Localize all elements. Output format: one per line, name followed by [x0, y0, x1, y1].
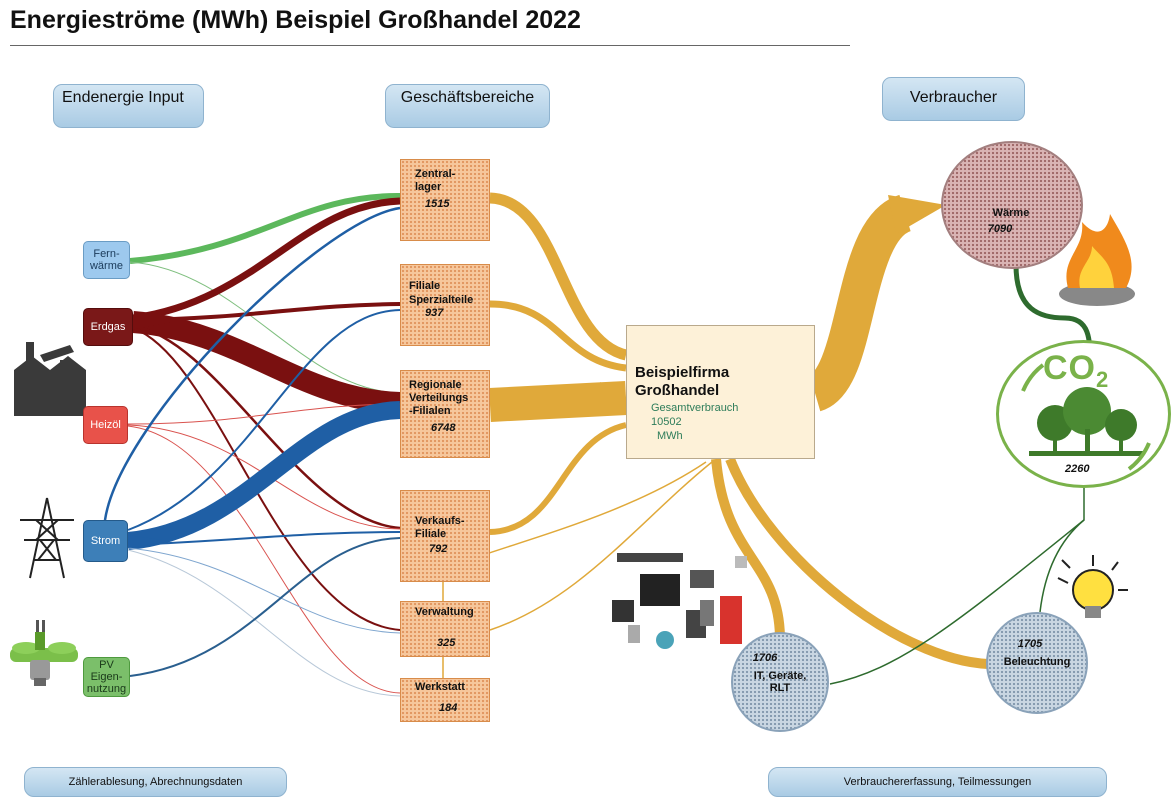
- page-title: Energieströme (MWh) Beispiel Großhandel …: [10, 6, 581, 34]
- co2-link-it: [829, 519, 1085, 685]
- factory-icon: [14, 342, 86, 416]
- arrow-head-erdgas: [130, 315, 172, 330]
- consumer-beleuchtung: 1705 Beleuchtung: [986, 612, 1088, 714]
- business-regional: Regionale Verteilungs -Filialen 6748: [400, 370, 490, 458]
- consumer-waerme: Wärme 7090: [941, 141, 1083, 269]
- business-verkauf-value: 792: [429, 543, 448, 555]
- flow-strom-werkstatt: [127, 549, 401, 697]
- business-verwaltung: Verwaltung 325: [400, 601, 490, 657]
- flow-erdgas-regional: [132, 311, 401, 414]
- flow-strom-verkauf: [127, 531, 401, 546]
- consumer-beleuchtung-value: 1705: [1017, 638, 1043, 650]
- co2-symbol: CO2: [1043, 349, 1109, 393]
- consumer-it-name: IT, Geräte, RLT: [753, 670, 807, 694]
- plug-icon: [10, 620, 78, 686]
- flow-erdgas-verkauf: [132, 324, 401, 530]
- flow-pv-verkauf: [129, 537, 401, 677]
- title-divider: [10, 45, 850, 46]
- flow-verwaltung-company: [489, 461, 713, 631]
- business-werkstatt: Werkstatt 184: [400, 678, 490, 722]
- co2-value: 2260: [1065, 463, 1090, 475]
- footer-right: Verbrauchererfassung, Teilmessungen: [768, 767, 1107, 797]
- fire-icon: [1059, 214, 1135, 306]
- arrow-head-strom: [128, 535, 170, 548]
- flow-verkauf-company: [489, 422, 627, 535]
- flow-heizoel-regional: [127, 403, 401, 425]
- flow-fernwaerme-zentrallager: [129, 192, 401, 264]
- consumer-it: 1706 IT, Geräte, RLT: [731, 632, 829, 732]
- flow-filiale-company: [489, 300, 627, 372]
- flow-company-waerme: [806, 194, 914, 412]
- consumer-beleuchtung-name: Beleuchtung: [1003, 656, 1071, 668]
- flow-company-beleuchtung: [725, 457, 989, 669]
- business-zentrallager-name: Zentral- lager: [415, 168, 456, 193]
- co2-label: CO: [1043, 349, 1096, 387]
- business-regional-value: 6748: [431, 422, 456, 434]
- devices-icon: [612, 553, 747, 649]
- header-consumers: Verbraucher: [882, 77, 1025, 121]
- source-pv: PV Eigen- nutzung: [83, 657, 130, 697]
- consumer-waerme-value: 7090: [987, 223, 1013, 235]
- flow-erdgas-zentrallager: [132, 197, 401, 322]
- business-filiale: Filiale Sperzialteile 937: [400, 264, 490, 346]
- business-regional-name: Regionale Verteilungs -Filialen: [409, 379, 469, 417]
- flow-heizoel-werkstatt: [127, 425, 401, 694]
- footer-left: Zählerablesung, Abrechnungsdaten: [24, 767, 287, 797]
- source-heizoel: Heizöl: [83, 406, 128, 444]
- flow-strom-regional: [127, 401, 401, 550]
- business-werkstatt-name: Werkstatt: [415, 681, 465, 693]
- flow-strom-zentrallager: [103, 206, 401, 521]
- company-box: Beispielfirma Großhandel Gesamtverbrauch…: [626, 325, 815, 459]
- business-verkauf-name: Verkaufs- Filiale: [415, 515, 465, 540]
- source-erdgas: Erdgas: [83, 308, 133, 346]
- flow-strom-verwaltung: [127, 547, 401, 634]
- header-business: Geschäftsbereiche: [385, 84, 550, 128]
- bulb-icon: [1057, 555, 1128, 618]
- header-input: Endenergie Input: [53, 84, 204, 128]
- business-verwaltung-value: 325: [437, 637, 456, 649]
- company-total-label: Gesamtverbrauch: [651, 402, 739, 414]
- arrow-head-company: [600, 382, 628, 414]
- business-zentrallager: Zentral- lager 1515: [400, 159, 490, 241]
- source-fernwaerme: Fern- wärme: [83, 241, 130, 279]
- business-zentrallager-value: 1515: [425, 198, 450, 210]
- business-verkauf: Verkaufs- Filiale 792: [400, 490, 490, 582]
- business-verwaltung-name: Verwaltung: [415, 606, 474, 618]
- business-filiale-value: 937: [425, 307, 444, 319]
- consumer-waerme-name: Wärme: [992, 207, 1030, 219]
- co2-badge: CO2 2260: [996, 340, 1171, 488]
- flow-strom-filiale: [127, 309, 401, 531]
- tree-icon: [1021, 363, 1151, 471]
- arrow-head-waerme: [888, 195, 946, 234]
- flow-company-it: [711, 458, 785, 641]
- pylon-icon: [20, 497, 74, 579]
- source-strom: Strom: [83, 520, 128, 562]
- company-total-unit: MWh: [657, 430, 683, 442]
- company-name: Beispielfirma Großhandel: [635, 364, 730, 399]
- flow-fernwaerme-regional: [129, 261, 401, 394]
- co2-subscript: 2: [1096, 366, 1110, 392]
- consumer-it-value: 1706: [752, 652, 778, 664]
- company-total-value: 10502: [651, 416, 682, 428]
- business-werkstatt-value: 184: [439, 702, 458, 714]
- business-filiale-name: Filiale Sperzialteile: [409, 280, 474, 306]
- flow-zentrallager-company: [489, 192, 628, 361]
